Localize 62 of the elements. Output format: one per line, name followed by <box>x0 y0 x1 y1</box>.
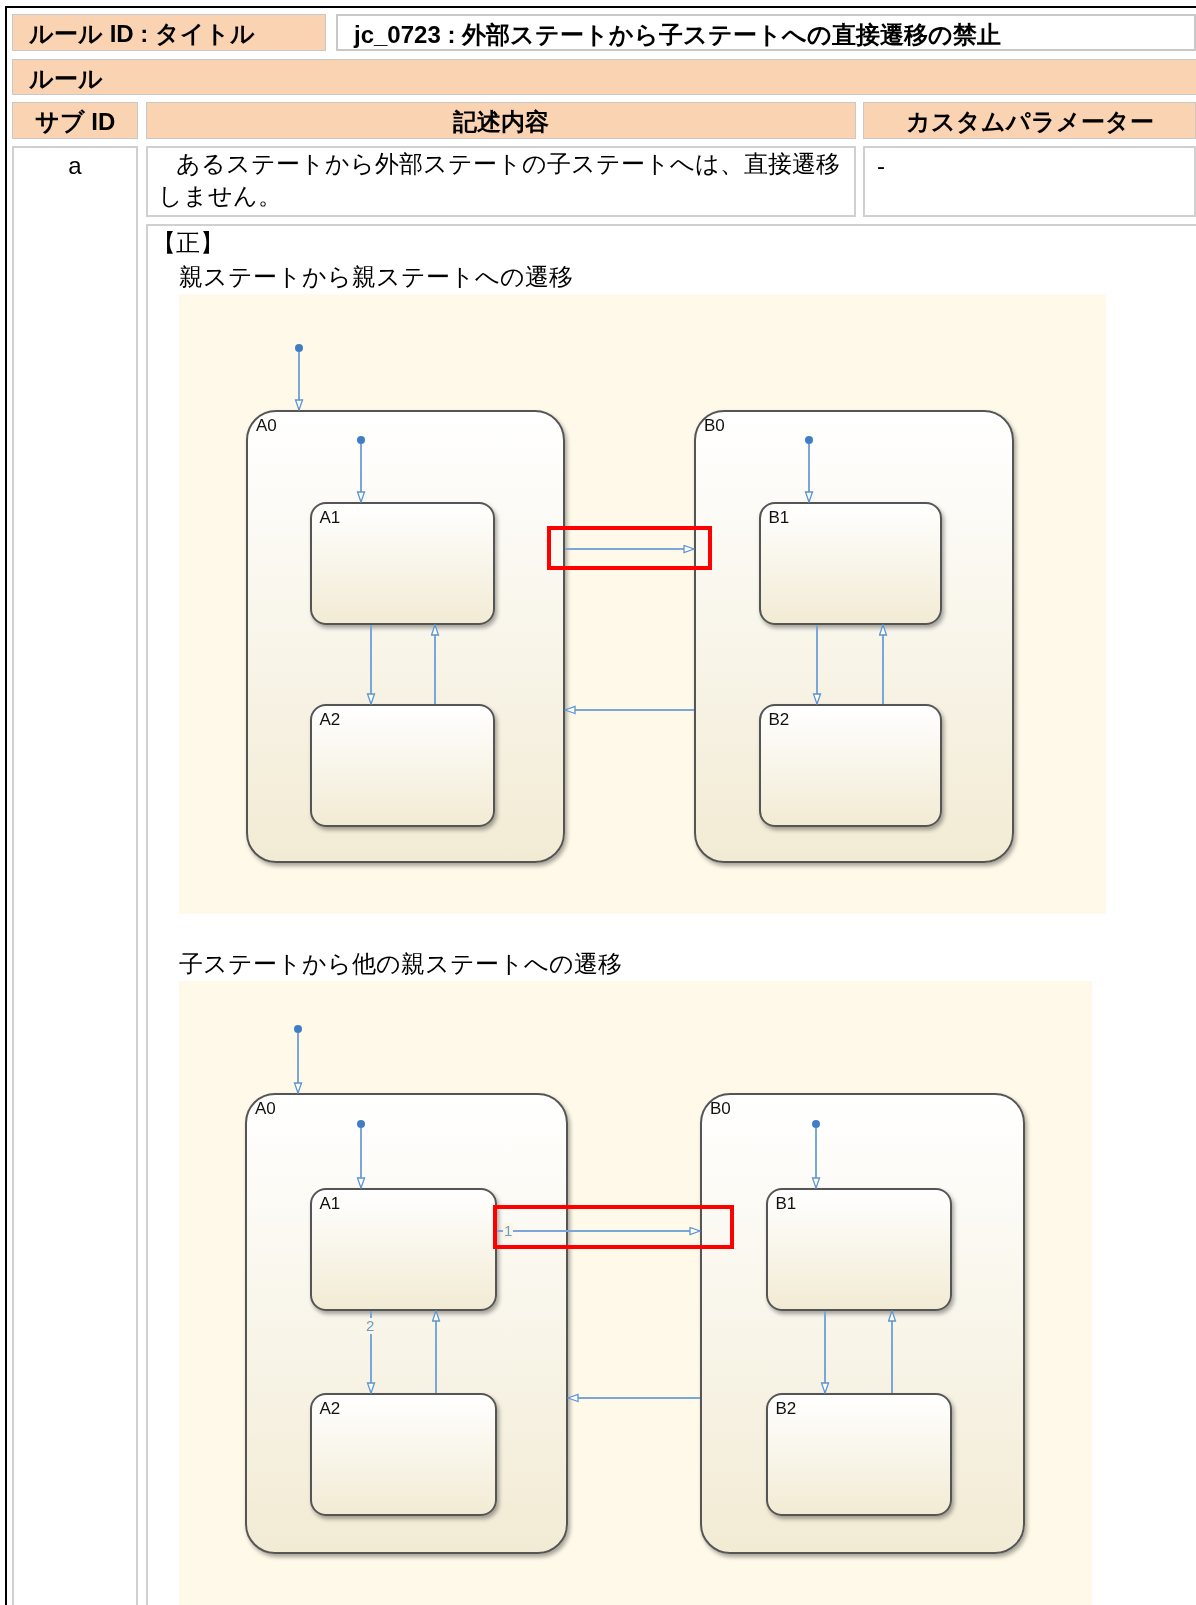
state-box <box>309 703 495 827</box>
junction-dot <box>294 1025 302 1033</box>
junction-dot <box>356 435 365 444</box>
state-box <box>765 1187 952 1311</box>
table-cell: あるステートから外部ステートの子ステートへは、直接遷移しません。 <box>146 146 856 217</box>
state-box <box>309 501 495 625</box>
section-caption: 子ステートから他の親ステートへの遷移 <box>179 949 622 979</box>
state-label: A1 <box>319 1193 341 1214</box>
table-cell: - <box>863 146 1196 217</box>
transition-arrow <box>564 544 695 554</box>
table-header-cell: 記述内容 <box>146 102 856 139</box>
junction-dot <box>811 1119 820 1128</box>
junction-dot <box>356 1119 365 1128</box>
junction-dot <box>295 344 303 352</box>
table-header-cell: カスタムパラメーター <box>863 102 1196 139</box>
table-header-cell: ルール ID : タイトル <box>12 14 326 51</box>
transition-arrow <box>878 624 888 705</box>
state-label: A0 <box>255 1099 276 1119</box>
table-header-cell: ルール <box>12 59 1196 95</box>
transition-arrow <box>567 1393 701 1403</box>
state-box <box>758 501 942 625</box>
state-box <box>700 1093 1025 1554</box>
edge-label: 1 <box>503 1223 514 1239</box>
transition-arrow <box>887 1310 897 1394</box>
state-box <box>694 410 1014 863</box>
note-text: 【正】 <box>152 228 224 258</box>
state-label: A2 <box>319 709 341 730</box>
state-box <box>765 1392 952 1516</box>
transition-arrow <box>811 1127 821 1189</box>
state-label: B0 <box>710 1099 731 1119</box>
transition-arrow <box>294 351 304 411</box>
edge-label: 2 <box>365 1318 376 1334</box>
state-label: A2 <box>319 1398 341 1419</box>
state-box <box>758 703 942 827</box>
state-label: B2 <box>768 709 790 730</box>
transition-arrow <box>356 443 366 503</box>
transition-arrow <box>564 705 695 715</box>
junction-dot <box>804 435 813 444</box>
transition-arrow <box>820 1310 830 1394</box>
transition-arrow <box>430 624 440 705</box>
state-box <box>246 410 565 863</box>
state-label: B1 <box>775 1193 797 1214</box>
transition-arrow <box>804 443 814 503</box>
table-cell: jc_0723 : 外部ステートから子ステートへの直接遷移の禁止 <box>336 14 1196 51</box>
state-box <box>245 1093 568 1554</box>
state-label: B1 <box>768 507 790 528</box>
state-label: B0 <box>704 416 725 436</box>
state-label: B2 <box>775 1398 797 1419</box>
table-header-cell: サブ ID <box>12 102 138 139</box>
transition-arrow <box>293 1032 303 1094</box>
transition-arrow <box>366 1310 376 1394</box>
state-label: A0 <box>256 416 277 436</box>
state-box <box>309 1187 497 1311</box>
transition-arrow <box>366 624 376 705</box>
transition-arrow <box>356 1127 366 1189</box>
transition-arrow <box>812 624 822 705</box>
section-caption: 親ステートから親ステートへの遷移 <box>179 262 573 292</box>
state-box <box>309 1392 497 1516</box>
transition-arrow <box>496 1226 701 1236</box>
state-label: A1 <box>319 507 341 528</box>
transition-arrow <box>431 1310 441 1394</box>
table-cell: a <box>12 146 138 1605</box>
